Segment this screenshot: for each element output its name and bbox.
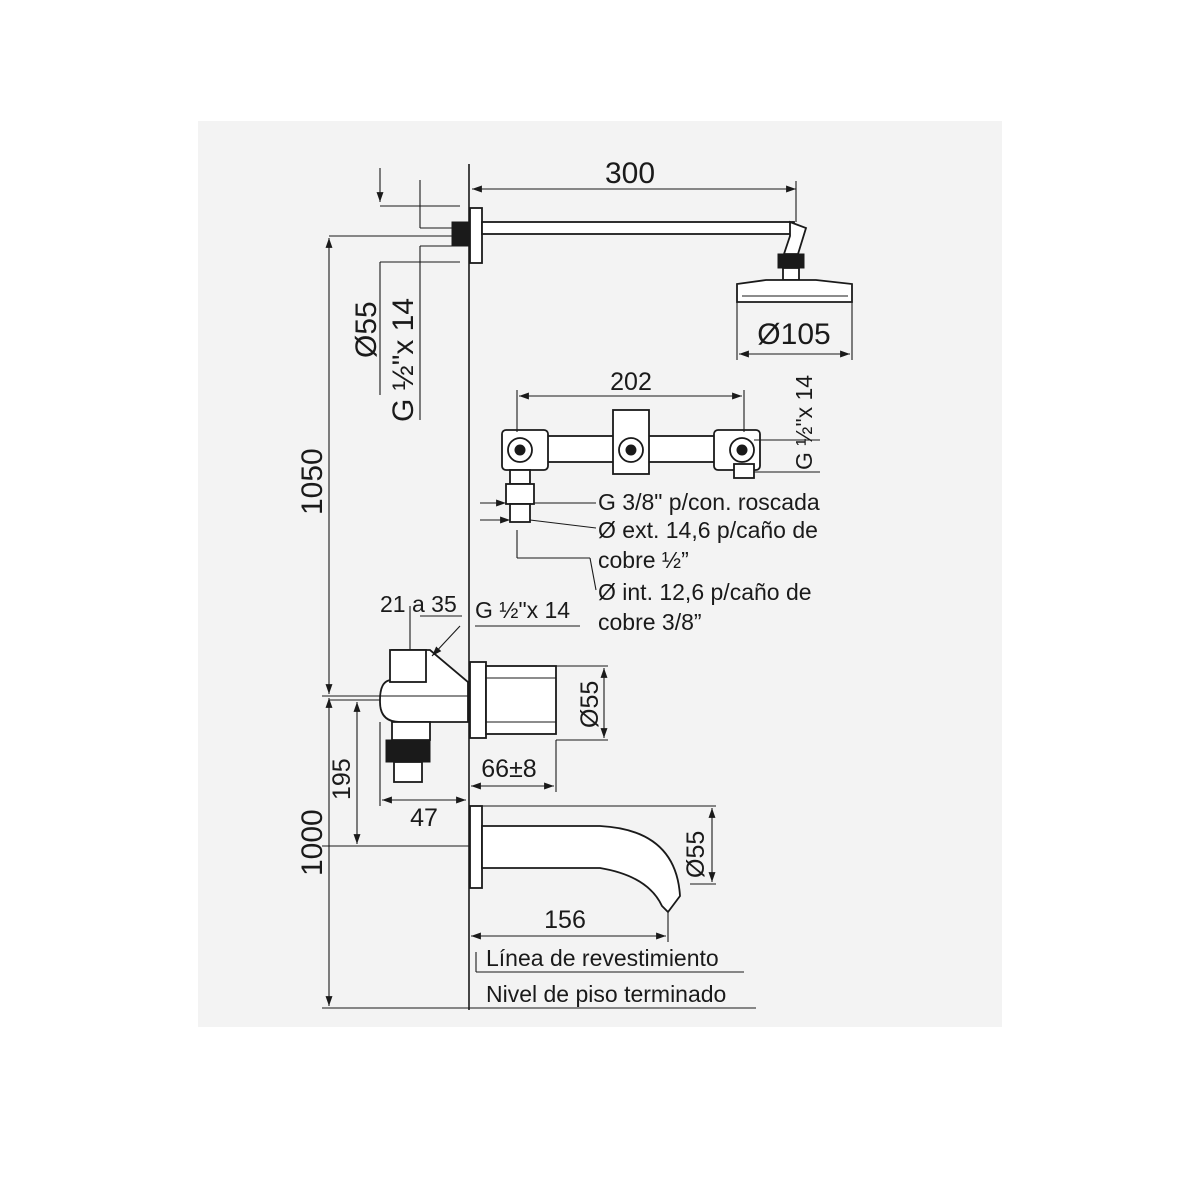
dim-valve-outlet-thread: G ½"x 14 [791, 375, 817, 470]
connection-line-1: G 3/8" p/con. roscada [598, 489, 820, 515]
dim-mixer-depth-label: 66±8 [481, 755, 536, 783]
dim-spout-diameter-label: Ø55 [682, 831, 710, 878]
dim-mixer-range-label: 21 a 35 [380, 591, 457, 617]
dim-arm-flange-diameter: Ø55 [350, 301, 383, 358]
dim-total-height: 1050 [296, 238, 333, 694]
connection-callouts [480, 499, 597, 591]
dim-arm-length: 300 [472, 157, 797, 222]
dim-mixer-to-spout-label: 195 [328, 758, 356, 800]
dim-arm-thread: G ½"x 14 [387, 298, 420, 422]
dim-valve-width: 202 [516, 368, 745, 432]
dim-valve-width-label: 202 [610, 368, 652, 396]
dim-total-height-label: 1050 [296, 448, 329, 515]
connection-line-4: Ø int. 12,6 p/caño de [598, 579, 812, 605]
dim-spout-diameter: Ø55 [482, 805, 716, 885]
dim-mixer-diameter-label: Ø55 [576, 681, 604, 728]
dim-mixer-offset-label: 47 [410, 804, 438, 832]
dim-showerhead: Ø105 [736, 302, 853, 360]
shower-arm [451, 207, 853, 303]
diverter-valve [501, 409, 761, 523]
dim-flange-marks [329, 168, 470, 420]
dim-mixer-thread-label: G ½"x 14 [475, 597, 570, 623]
dim-mixer-depth: 66±8 [471, 740, 557, 792]
dim-spout-height: 1000 [296, 695, 470, 1006]
dim-spout-height-label: 1000 [296, 809, 329, 876]
dim-mixer-to-spout: 195 [328, 699, 380, 844]
dim-spout-length-label: 156 [544, 906, 586, 934]
spout [469, 805, 681, 914]
dim-valve-outlet: G ½"x 14 [754, 375, 820, 473]
dim-mixer-offset: 47 [379, 722, 466, 832]
coating-line-label: Línea de revestimiento [486, 945, 719, 971]
dim-mixer-range: 21 a 35 G ½"x 14 [380, 591, 580, 657]
connection-line-2: Ø ext. 14,6 p/caño de [598, 517, 818, 543]
reference-lines: Línea de revestimiento Nivel de piso ter… [322, 945, 756, 1009]
dim-showerhead-diameter: Ø105 [757, 318, 830, 351]
connection-line-5: cobre 3/8” [598, 609, 702, 635]
connection-line-3: cobre ½” [598, 547, 689, 573]
dim-mixer-diameter: Ø55 [556, 665, 608, 741]
floor-level-label: Nivel de piso terminado [486, 981, 726, 1007]
mixer-body [379, 649, 557, 783]
dim-spout-length: 156 [471, 906, 669, 942]
dim-arm-length-label: 300 [605, 157, 655, 190]
